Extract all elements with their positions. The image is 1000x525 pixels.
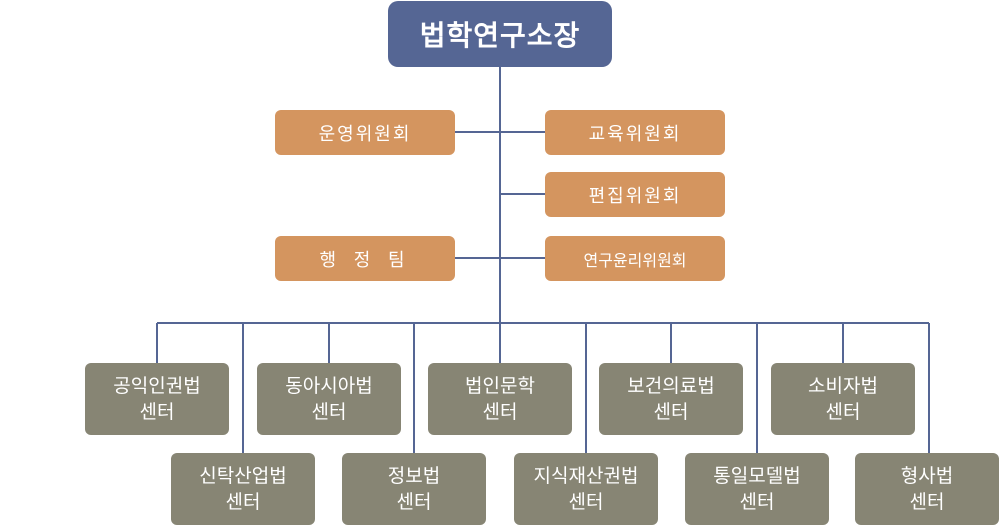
center-name: 정보법 — [387, 465, 441, 487]
center-box: 법인문학 센터 — [428, 363, 572, 435]
center-suffix: 센터 — [396, 491, 432, 513]
center-name: 법인문학 — [465, 375, 535, 397]
admin-team-box: 행 정 팀 — [275, 236, 455, 281]
center-name: 공익인권법 — [113, 375, 201, 397]
center-name: 신탁산업법 — [199, 465, 287, 487]
center-suffix: 센터 — [311, 401, 347, 423]
center-suffix: 센터 — [825, 401, 861, 423]
center-suffix: 센터 — [139, 401, 175, 423]
center-suffix: 센터 — [909, 491, 945, 513]
editorial-committee-box: 편집위원회 — [545, 172, 725, 217]
center-name: 지식재산권법 — [533, 465, 639, 487]
center-box: 공익인권법 센터 — [85, 363, 229, 435]
center-box: 소비자법 센터 — [771, 363, 915, 435]
root-director-box: 법학연구소장 — [388, 1, 612, 67]
center-suffix: 센터 — [653, 401, 689, 423]
center-box: 동아시아법 센터 — [257, 363, 401, 435]
center-suffix: 센터 — [739, 491, 775, 513]
center-suffix: 센터 — [225, 491, 261, 513]
operations-committee-box: 운영위원회 — [275, 110, 455, 155]
center-box: 지식재산권법 센터 — [514, 453, 658, 525]
center-suffix: 센터 — [568, 491, 604, 513]
center-box: 보건의료법 센터 — [599, 363, 743, 435]
center-name: 형사법 — [900, 465, 954, 487]
center-suffix: 센터 — [482, 401, 518, 423]
center-box: 신탁산업법 센터 — [171, 453, 315, 525]
center-box: 통일모델법 센터 — [685, 453, 829, 525]
center-name: 소비자법 — [808, 375, 878, 397]
research-ethics-committee-box: 연구윤리위원회 — [545, 236, 725, 281]
education-committee-box: 교육위원회 — [545, 110, 725, 155]
center-name: 동아시아법 — [285, 375, 373, 397]
center-name: 통일모델법 — [713, 465, 801, 487]
center-box: 정보법 센터 — [342, 453, 486, 525]
center-box: 형사법 센터 — [855, 453, 999, 525]
center-name: 보건의료법 — [627, 375, 715, 397]
